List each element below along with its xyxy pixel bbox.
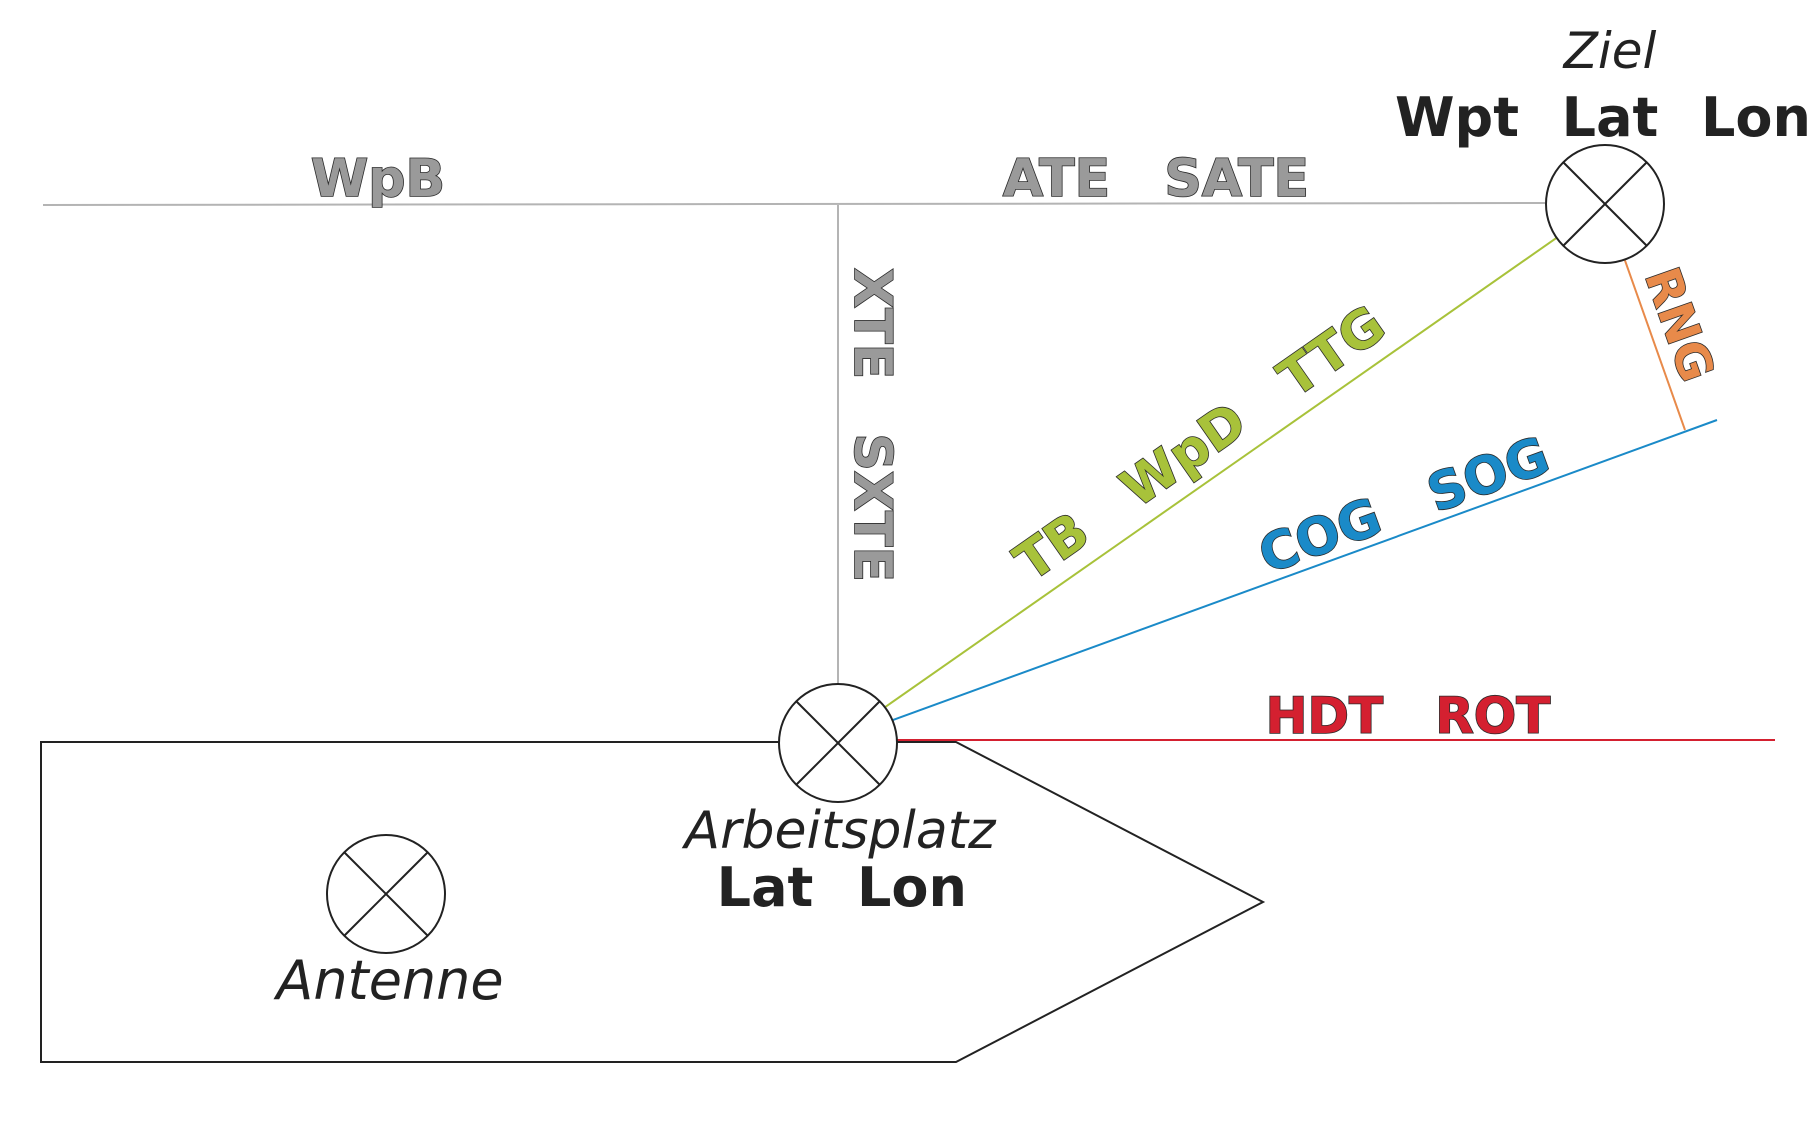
antenna-crosshair-icon <box>326 834 446 954</box>
workstation-lat: Lat <box>717 856 814 919</box>
waypoint-bearing-line <box>42 202 1546 206</box>
target-lon: Lon <box>1701 86 1811 149</box>
antenna-title: Antenne <box>273 949 503 1012</box>
label-cog-sog: COG SOG <box>1251 426 1557 586</box>
ship-hull <box>40 741 1266 1063</box>
label-hdt-rot: HDT ROT <box>1266 687 1551 745</box>
course-over-ground-line <box>837 419 1718 741</box>
label-xte-sxte: XTE SXTE <box>842 268 902 582</box>
label-wpb: WpB <box>311 149 445 209</box>
target-lat: Lat <box>1562 86 1659 149</box>
label-ate-sate: ATE SATE <box>1003 149 1309 209</box>
target-title: Ziel <box>1562 22 1657 80</box>
target-crosshair-icon <box>1545 144 1665 264</box>
workstation-lon: Lon <box>857 856 967 919</box>
workstation-title: Arbeitsplatz <box>682 801 998 861</box>
workstation-crosshair-icon <box>778 683 898 803</box>
target-wpt: Wpt <box>1395 86 1519 149</box>
track-to-target-line <box>837 203 1606 741</box>
